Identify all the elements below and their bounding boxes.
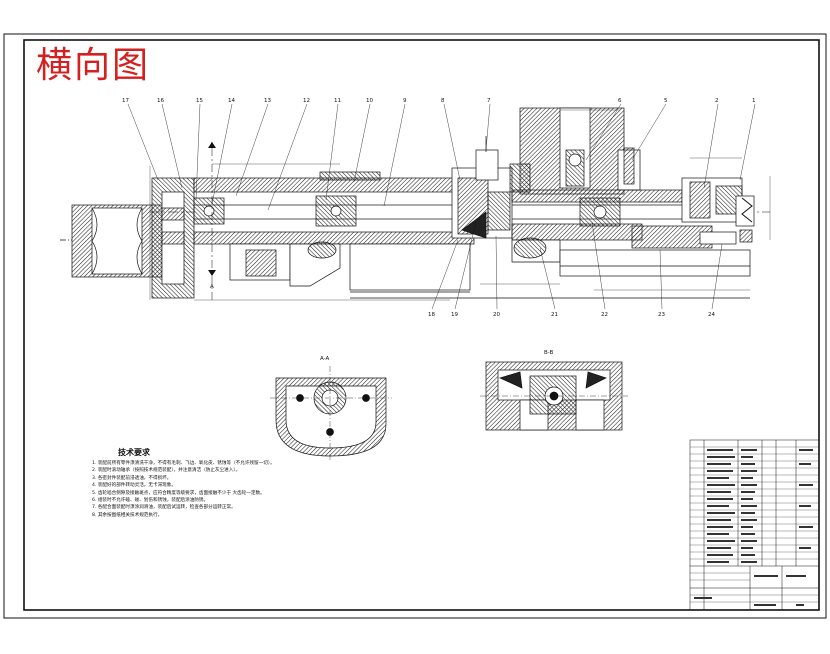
section-mark-a-bottom: A (210, 284, 214, 290)
tech-requirements-list: 1. 装配前所有零件须清洗干净，不得有毛刺、飞边、氧化皮、锈蚀等（不允许残留一切… (92, 460, 452, 519)
section-a-a-view (270, 366, 392, 460)
leader-lines (127, 103, 756, 310)
tech-requirement-item: 2. 装配时滚动轴承（按照技术规范装配），并注意清洁（防止灰尘进入）。 (92, 468, 241, 474)
middle-gearbox (451, 136, 513, 239)
tech-requirement-item: 3. 各密封件装配前浸透油，不得损坏。 (92, 475, 172, 481)
callouts-top: 17 16 15 14 13 12 11 10 9 8 7 6 5 2 1 (122, 98, 756, 104)
lower-gear-block (229, 241, 750, 299)
callout-24: 24 (708, 312, 715, 318)
callout-19: 19 (451, 312, 458, 318)
tech-requirements-heading: 技术要求 (118, 448, 150, 457)
callout-16: 16 (157, 98, 164, 104)
tech-requirement-item: 8. 其余按图纸相关技术规范执行。 (92, 512, 163, 518)
inner-border (23, 39, 820, 611)
lower-housing (193, 231, 475, 245)
lower-right-block (511, 225, 751, 277)
callout-7: 7 (487, 98, 491, 104)
section-b-b-view (480, 361, 628, 431)
callout-13: 13 (264, 98, 271, 104)
callout-14: 14 (228, 98, 235, 104)
motor-body (60, 204, 163, 278)
callout-23: 23 (658, 312, 665, 318)
right-upper-column (509, 107, 641, 195)
callout-21: 21 (551, 312, 558, 318)
tech-requirement-item: 7. 各配合面装配时须涂润滑油，装配后试运转，检查各部分运转正常。 (92, 505, 236, 511)
callout-5: 5 (664, 98, 668, 104)
callout-6: 6 (618, 98, 622, 104)
main-assembly-view (60, 107, 771, 301)
tech-requirement-item: 5. 齿轮啮合侧隙及接触斑点，应符合精度等级要求，齿面接触不少于 大齿轮一定数。 (92, 490, 265, 496)
callout-17: 17 (122, 98, 129, 104)
outer-border (3, 33, 827, 619)
drawing-title: 横向图 (36, 45, 151, 86)
tech-requirement-item: 4. 装配好的部件转动灵活，无卡滞现象。 (92, 483, 176, 489)
callout-22: 22 (601, 312, 608, 318)
dimension-lines (149, 109, 771, 301)
callout-11: 11 (334, 98, 341, 104)
callout-1: 1 (752, 98, 756, 104)
tech-requirement-item: 1. 装配前所有零件须清洗干净，不得有毛刺、飞边、氧化皮、锈蚀等（不允许残留一切… (92, 461, 275, 466)
title-block-illegible-text (694, 449, 813, 606)
section-b-b-label: B-B (544, 350, 554, 356)
section-a-a-label: A-A (320, 356, 330, 362)
callout-9: 9 (403, 98, 407, 104)
tech-requirement-item: 6. 组装时不允许磕、碰、划伤和锈蚀，装配后涂油防锈。 (92, 498, 209, 504)
callout-2: 2 (715, 98, 719, 104)
callout-20: 20 (493, 312, 500, 318)
callout-10: 10 (366, 98, 373, 104)
right-end-assembly (681, 177, 755, 245)
callout-12: 12 (303, 98, 310, 104)
title-block-rows (690, 446, 819, 603)
title-block (689, 439, 820, 611)
section-mark-a-top: A (210, 142, 214, 148)
callout-15: 15 (196, 98, 203, 104)
callouts-bottom: 18 19 20 21 22 23 24 (428, 312, 715, 318)
callout-8: 8 (441, 98, 445, 104)
callout-18: 18 (428, 312, 435, 318)
bearing-left (193, 195, 357, 227)
